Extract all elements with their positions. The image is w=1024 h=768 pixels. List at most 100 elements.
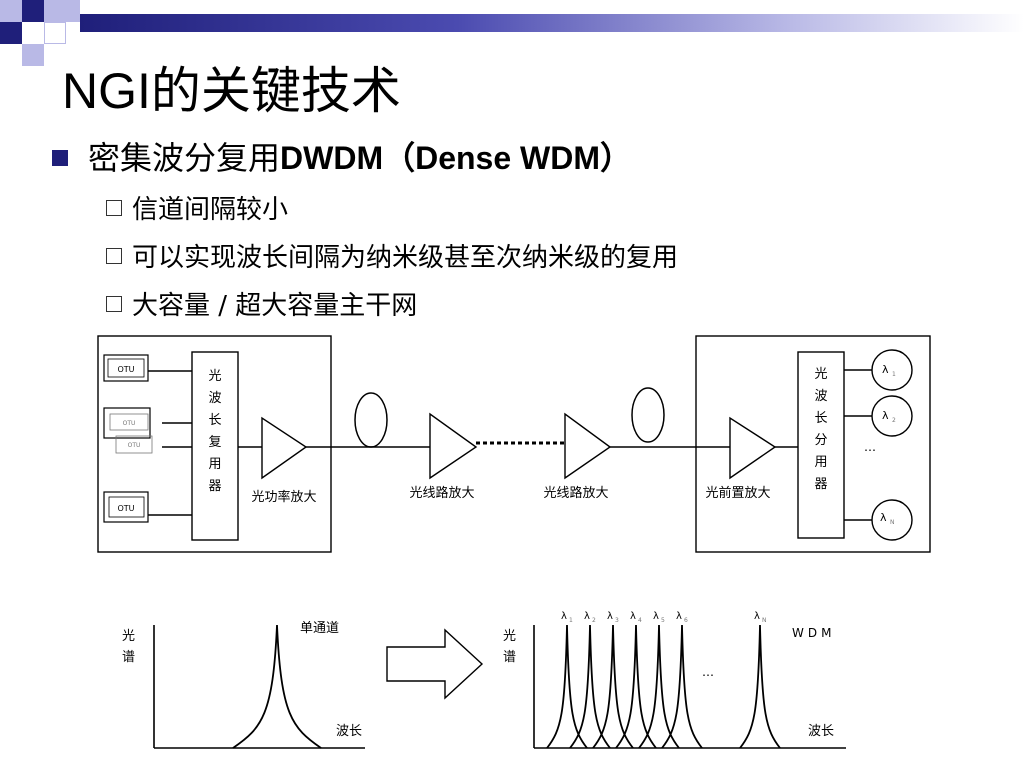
bullet-square <box>52 150 68 166</box>
receiver-ellipsis: … <box>864 440 876 454</box>
wdm-peak-label-2: λ <box>584 611 590 622</box>
right-ylabel-1: 光 <box>503 629 516 644</box>
corner-square-6 <box>22 44 44 66</box>
right-arrow-icon <box>386 628 484 700</box>
pre-amp-label: 光前置放大 <box>705 485 770 501</box>
single-channel-spectrum: 光 谱 单通道 波长 <box>122 621 365 749</box>
otu-box-3 <box>115 435 153 454</box>
sub-bullet-2: 可以实现波长间隔为纳米级甚至次纳米级的复用 <box>106 240 678 276</box>
left-ylabel-2: 谱 <box>122 650 135 665</box>
otu-label-3: OTU <box>128 442 141 449</box>
otu-box-2 <box>103 407 151 439</box>
sub-bullet-box <box>106 295 122 312</box>
otu-box-1 <box>103 354 149 382</box>
fiber-coil-2 <box>631 387 665 443</box>
transmitter-frame <box>97 335 332 553</box>
power-amp-label: 光功率放大 <box>251 489 316 505</box>
left-xlabel: 波长 <box>336 724 362 739</box>
wdm-label: WDM <box>792 626 835 640</box>
wdm-peak-sub-4: 4 <box>638 617 642 624</box>
mux-char-3: 长 <box>208 413 221 428</box>
wdm-peak-label-6: λ <box>676 611 682 622</box>
wdm-peak-sub-1: 1 <box>569 617 573 624</box>
receiver-lambda-1 <box>871 349 913 391</box>
mux-char-5: 用 <box>208 457 221 472</box>
receiver-lambda-1-sub: 1 <box>892 371 896 378</box>
corner-square-5 <box>44 22 66 44</box>
demux-char-5: 用 <box>814 455 827 470</box>
wdm-peak-sub-3: 3 <box>615 617 619 624</box>
mux-char-6: 器 <box>208 479 221 494</box>
wdm-peak-4 <box>615 624 657 749</box>
receiver-lambda-1-symbol: λ <box>882 363 889 376</box>
sub-bullet-box <box>106 247 122 264</box>
receiver-lambda-n-sub: N <box>890 519 895 526</box>
bullet-text-bold: DWDM（Dense WDM） <box>280 140 633 176</box>
power-amplifier <box>261 416 308 480</box>
line-amplifier-2 <box>564 412 612 480</box>
right-xlabel: 波长 <box>808 724 834 739</box>
line-amp-1-label: 光线路放大 <box>409 485 474 501</box>
receiver-lambda-n-symbol: λ <box>880 511 887 524</box>
corner-square-3 <box>44 0 66 22</box>
mux-char-4: 复 <box>208 435 221 450</box>
pre-amplifier <box>729 416 777 480</box>
wdm-peak-label-4: λ <box>630 611 636 622</box>
demux-char-6: 器 <box>814 477 827 492</box>
mux-char-1: 光 <box>208 369 221 384</box>
bullet-text: 密集波分复用DWDM（Dense WDM） <box>88 136 632 180</box>
demux-char-2: 波 <box>814 389 827 404</box>
otu-label-2: OTU <box>123 420 136 427</box>
receiver-block: 光前置放大 光 波 长 分 用 器 λ 1 λ 2 … λ N <box>695 335 931 553</box>
line-amp-2-label: 光线路放大 <box>543 485 608 501</box>
line-amplifier-1 <box>429 412 478 480</box>
left-peak-label: 单通道 <box>300 621 339 636</box>
demux-char-1: 光 <box>814 367 827 382</box>
wdm-peak-5 <box>638 624 680 749</box>
sub-bullet-1: 信道间隔较小 <box>106 192 288 228</box>
corner-square-4 <box>0 22 22 44</box>
corner-square-1 <box>0 0 22 22</box>
sub-bullet-3: 大容量 / 超大容量主干网 <box>106 288 417 324</box>
corner-square-2 <box>22 0 44 22</box>
sub-bullet-2-text: 可以实现波长间隔为纳米级甚至次纳米级的复用 <box>132 243 679 273</box>
wdm-peak-label-7: λ <box>754 611 760 622</box>
right-ylabel-2: 谱 <box>503 650 516 665</box>
right-ellipsis: … <box>702 665 714 679</box>
otu-label-4: OTU <box>117 504 134 513</box>
transmitter-block: OTU OTU OTU OTU 光 波 长 复 用 器 <box>97 335 332 553</box>
sub-bullet-3-text: 大容量 / 超大容量主干网 <box>132 291 418 321</box>
demux-label: 光 波 长 分 用 器 <box>814 367 827 492</box>
receiver-frame <box>695 335 931 553</box>
wdm-peak-6 <box>661 624 703 749</box>
wdm-peak-label-1: λ <box>561 611 567 622</box>
wdm-peak-7 <box>739 624 781 749</box>
receiver-lambda-n <box>871 499 913 541</box>
wdm-peak-1 <box>546 624 588 749</box>
mux-box <box>191 351 239 541</box>
wdm-peak-sub-2: 2 <box>592 617 596 624</box>
sub-bullet-box <box>106 199 122 216</box>
wdm-peak-label-5: λ <box>653 611 659 622</box>
mux-label: 光 波 长 复 用 器 <box>208 369 221 494</box>
mux-char-2: 波 <box>208 391 221 406</box>
fiber-coil-1 <box>354 392 388 448</box>
receiver-lambda-2-sub: 2 <box>892 417 896 424</box>
otu-box-4 <box>103 491 149 523</box>
sub-bullet-1-text: 信道间隔较小 <box>132 195 289 225</box>
demux-box <box>797 351 845 539</box>
wdm-peak-sub-7: N <box>762 617 767 624</box>
demux-char-4: 分 <box>814 433 827 448</box>
wdm-peak-label-3: λ <box>607 611 613 622</box>
wdm-peak-sub-6: 6 <box>684 617 688 624</box>
otu-label-1: OTU <box>117 365 134 374</box>
wdm-peak-2 <box>569 624 611 749</box>
wdm-peak-3 <box>592 624 634 749</box>
corner-square-7 <box>66 0 80 22</box>
wdm-peak-sub-5: 5 <box>661 617 665 624</box>
single-channel-peak <box>232 624 322 749</box>
bullet-text-main: 密集波分复用 <box>88 139 281 177</box>
